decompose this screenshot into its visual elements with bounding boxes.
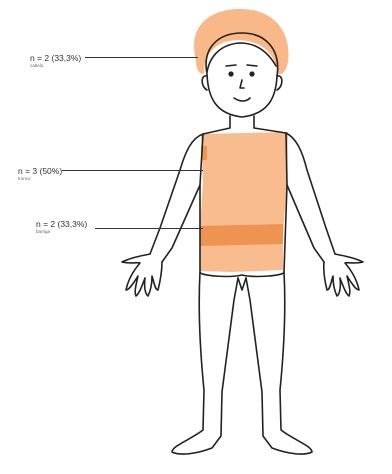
right-eye xyxy=(250,72,254,76)
torso-value: n = 3 (50%) xyxy=(18,166,62,176)
hair-value: n = 2 (33,3%) xyxy=(30,53,81,63)
torso-region: tronco xyxy=(18,176,62,182)
belly-region: barriga xyxy=(36,229,87,235)
left-eye xyxy=(229,72,233,76)
left-hand xyxy=(122,254,162,296)
right-leg xyxy=(246,272,312,454)
hair-annotation: n = 2 (33,3%) cabelo xyxy=(30,53,81,69)
belly-annotation: n = 2 (33,3%) barriga xyxy=(36,219,87,235)
hair-leader-line xyxy=(85,57,198,58)
belly-value: n = 2 (33,3%) xyxy=(36,219,87,229)
belly-highlight xyxy=(200,224,283,246)
torso-highlight xyxy=(200,132,288,272)
left-leg xyxy=(172,272,238,454)
hair-region: cabelo xyxy=(30,63,81,69)
torso-annotation: n = 3 (50%) tronco xyxy=(18,166,62,182)
torso-leader-line xyxy=(62,170,203,171)
belly-leader-line xyxy=(95,228,203,229)
mouth xyxy=(234,98,250,101)
right-hand xyxy=(324,254,363,296)
right-arm xyxy=(286,133,335,254)
